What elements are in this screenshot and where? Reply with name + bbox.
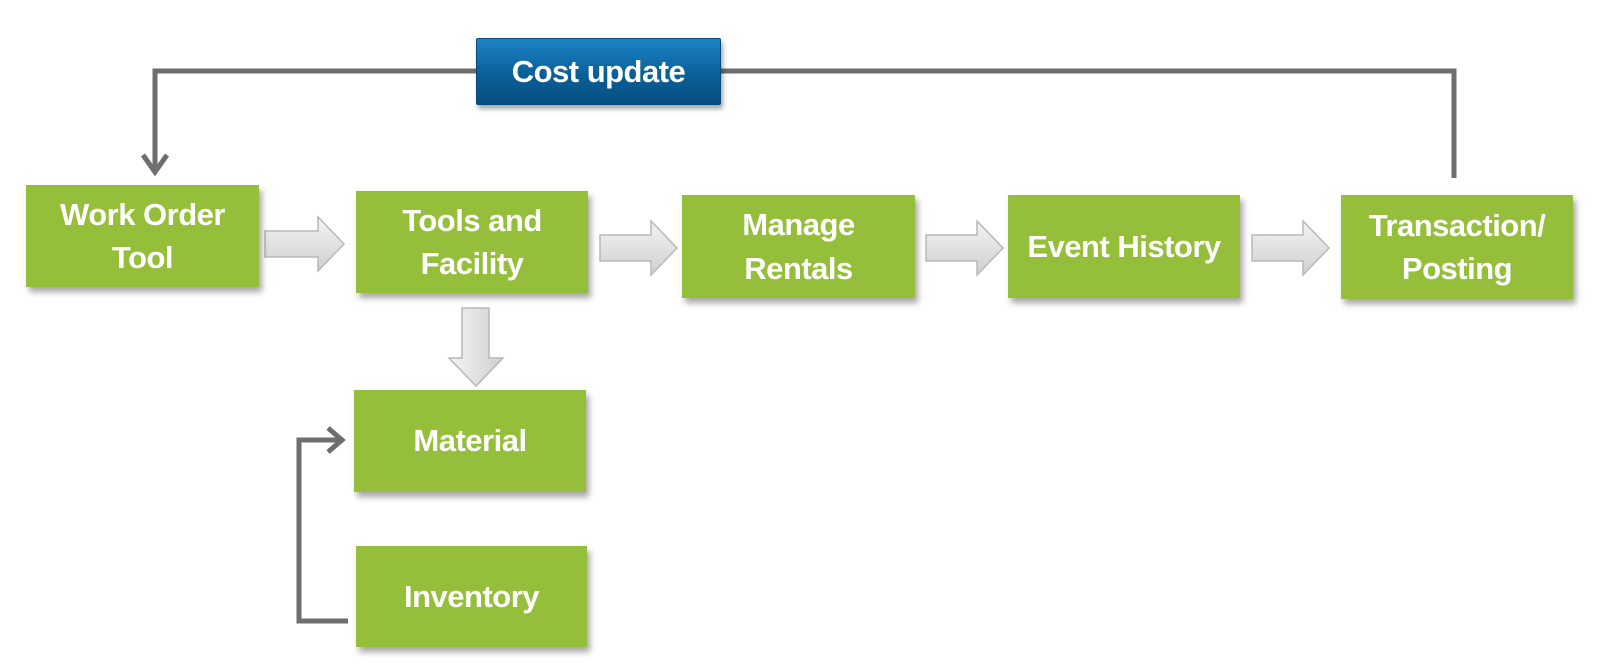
transaction-posting-label: Transaction/ Posting [1368,207,1546,286]
material-label: Material [413,423,527,459]
inventory-to-material-line [296,437,348,624]
manage-rentals-node: Manage Rentals [682,195,915,298]
block-arrow-tools-to-material [447,307,505,388]
block-arrow-rentals-to-events [925,219,1005,277]
event-history-label: Event History [1027,228,1221,264]
inventory-to-material-arrowhead [326,426,346,454]
cost-update-arrowhead [140,153,170,177]
work-order-tool-label: Work Order Tool [60,196,225,275]
block-arrow-events-to-transaction [1251,219,1331,277]
block-arrow-tools-to-rentals [599,219,679,277]
cost-update-label: Cost update [511,53,686,89]
inventory-label: Inventory [403,578,540,614]
tools-and-facility-label: Tools and Facility [402,202,542,281]
cost-update-feedback-line [152,68,1457,178]
cost-update-box: Cost update [476,38,721,105]
material-node: Material [354,390,586,492]
block-arrow-work-order-to-tools [264,215,346,273]
tools-and-facility-node: Tools and Facility [356,191,588,293]
transaction-posting-node: Transaction/ Posting [1341,195,1573,299]
work-order-tool-node: Work Order Tool [26,185,259,287]
manage-rentals-label: Manage Rentals [742,207,855,286]
inventory-node: Inventory [356,546,587,647]
event-history-node: Event History [1008,195,1240,298]
